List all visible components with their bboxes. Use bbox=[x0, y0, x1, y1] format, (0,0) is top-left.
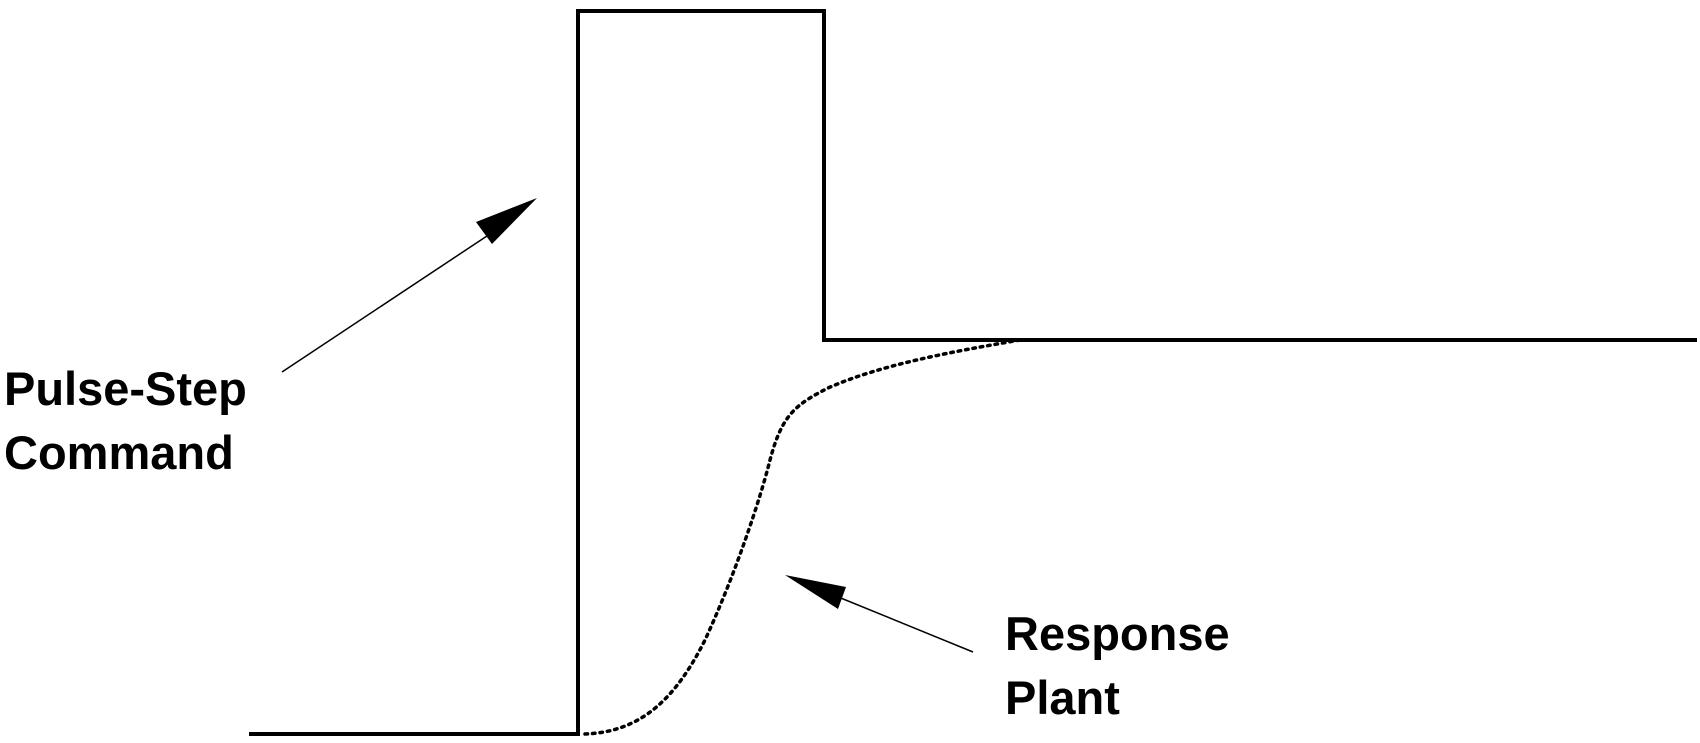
response-plant-label: Response Plant bbox=[1005, 602, 1230, 730]
pulse-step-arrowhead bbox=[476, 198, 537, 244]
pulse-step-arrow bbox=[281, 198, 537, 373]
response-label-line2: Plant bbox=[1005, 671, 1120, 724]
pulse-step-command-curve bbox=[249, 9, 1697, 736]
pulse-step-label-line1: Pulse-Step bbox=[4, 362, 247, 415]
response-arrow bbox=[785, 575, 974, 653]
response-label-line1: Response bbox=[1005, 607, 1230, 660]
pulse-step-label-line2: Command bbox=[4, 426, 234, 479]
response-arrow-shaft bbox=[825, 591, 974, 653]
response-arrowhead bbox=[785, 575, 846, 609]
pulse-step-command-label: Pulse-Step Command bbox=[4, 357, 247, 485]
pulse-step-arrow-shaft bbox=[281, 229, 497, 373]
plant-response-curve bbox=[583, 338, 1022, 736]
